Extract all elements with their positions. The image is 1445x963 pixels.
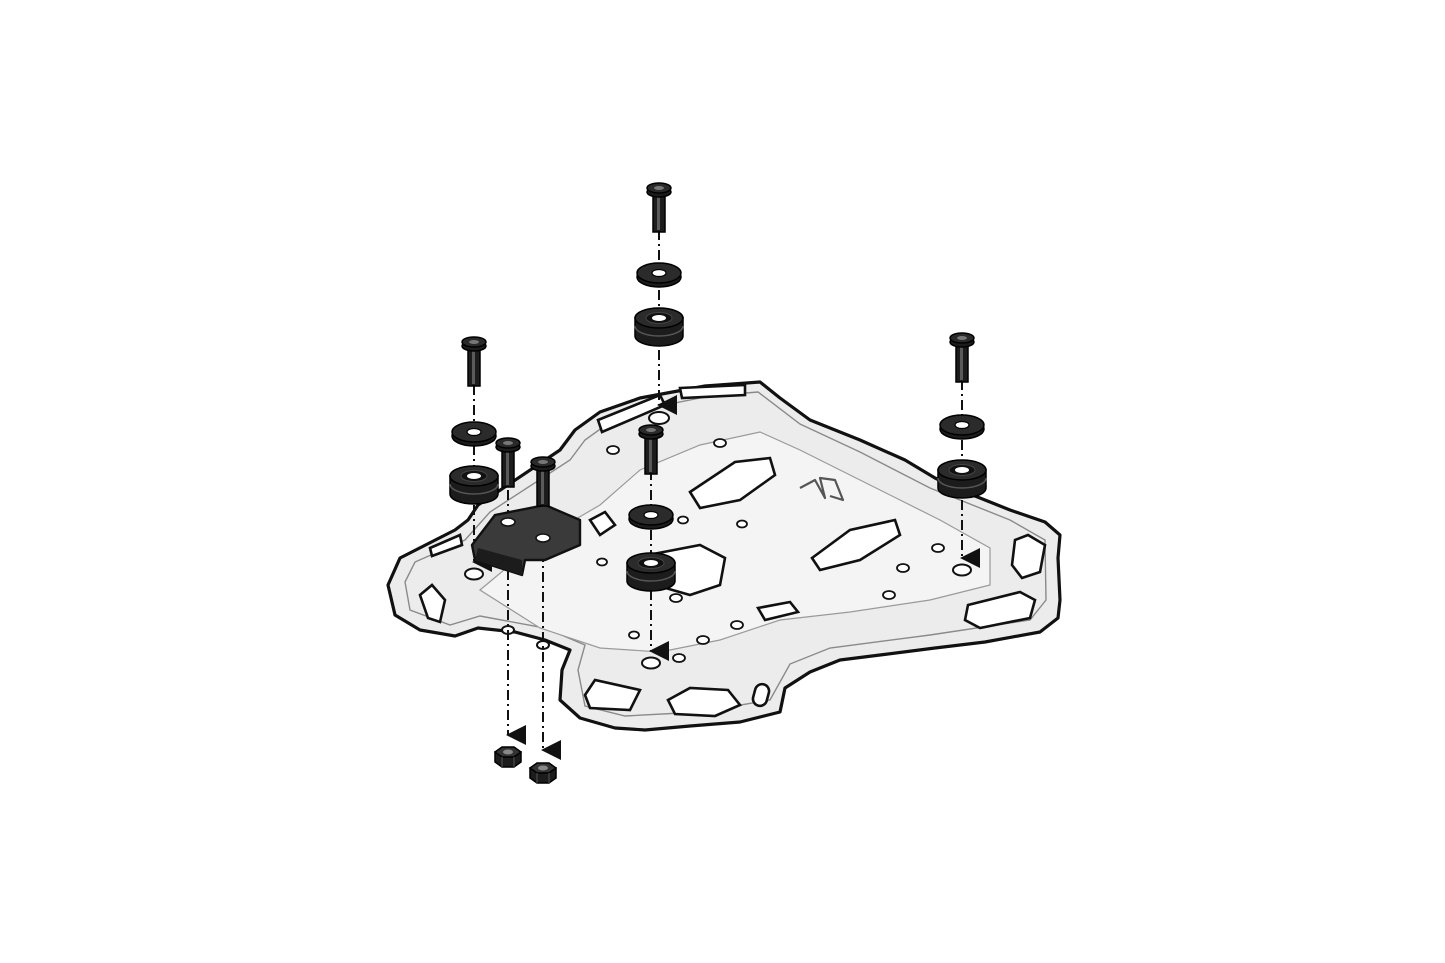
nut-icon xyxy=(528,762,558,784)
bushing-icon xyxy=(626,552,676,592)
bolt-icon xyxy=(949,332,975,383)
washer-icon xyxy=(636,262,682,288)
hardware xyxy=(449,182,987,784)
rack-holes xyxy=(596,438,945,663)
brand-logo-mark xyxy=(799,476,845,502)
rack-slots xyxy=(418,383,1047,718)
washer-icon xyxy=(451,421,497,447)
bolt-icon xyxy=(461,336,487,387)
bushing-icon xyxy=(449,465,499,505)
rack-plate xyxy=(386,380,1062,732)
bolt-icon xyxy=(495,437,521,488)
adapter-block xyxy=(470,503,582,577)
bolt-icon xyxy=(530,456,556,507)
bushing-icon xyxy=(634,307,684,347)
washer-icon xyxy=(939,414,985,440)
bolt-icon xyxy=(646,182,672,233)
rack-plate-inner-edge xyxy=(404,391,1047,717)
bolt-icon xyxy=(638,424,664,475)
nut-icon xyxy=(493,746,523,768)
washer-icon xyxy=(628,504,674,530)
bushing-icon xyxy=(937,459,987,499)
